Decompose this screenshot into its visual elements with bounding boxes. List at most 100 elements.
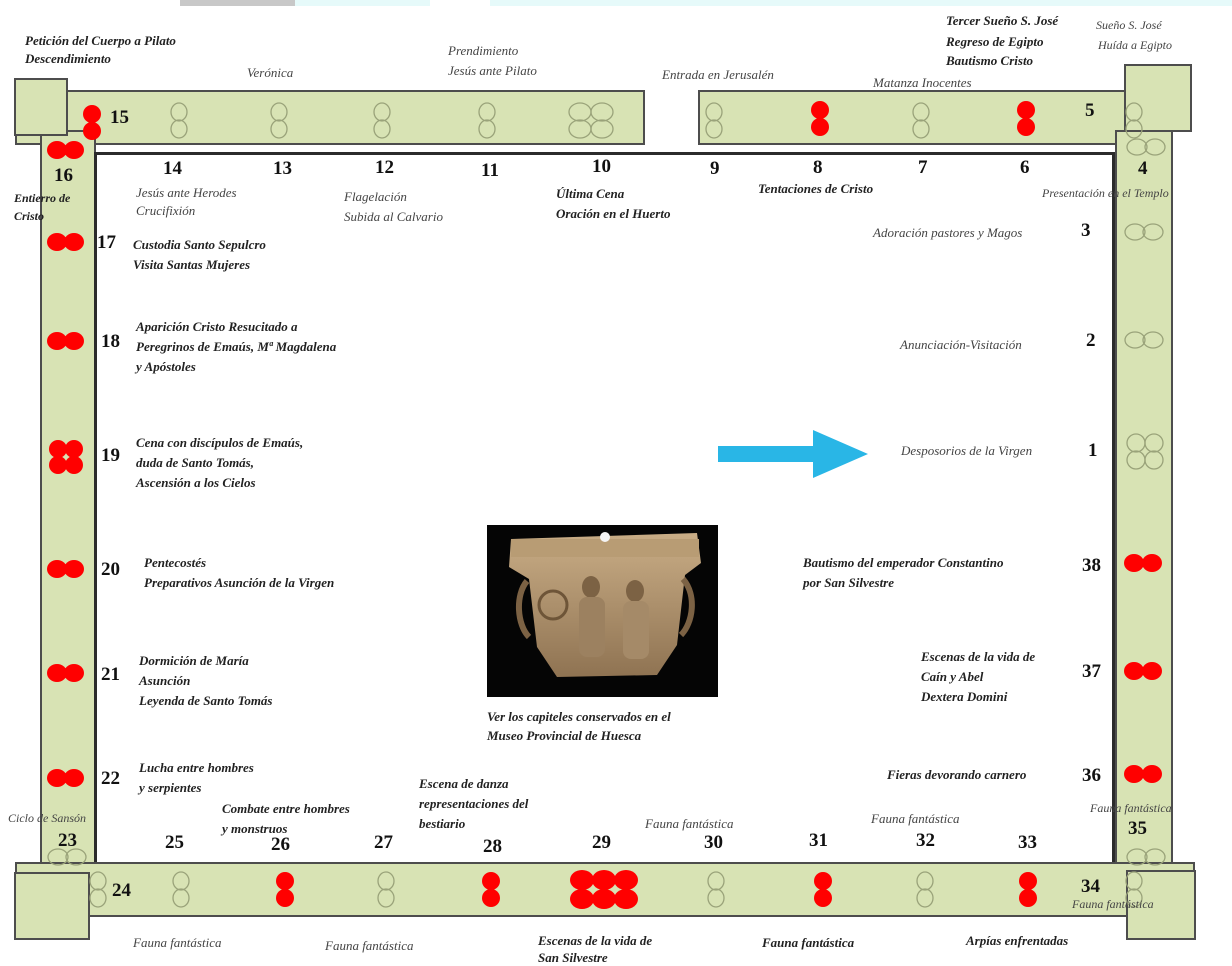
capital-number-16: 16	[54, 165, 73, 186]
capital-31	[814, 872, 832, 907]
top-strip-left	[180, 0, 295, 6]
label-descendimiento: Descendimiento	[25, 51, 111, 66]
capital-33	[1019, 872, 1037, 907]
museum-caption-2[interactable]: Museo Provincial de Huesca	[487, 728, 642, 743]
label-28c: bestiario	[419, 816, 466, 831]
capital-number-5: 5	[1085, 100, 1095, 121]
capital-24	[89, 871, 107, 908]
capital-photo-image	[509, 532, 701, 677]
capital-34	[1125, 871, 1143, 908]
capital-number-23: 23	[58, 830, 77, 851]
corner-pillar-se	[1126, 870, 1196, 940]
north-gallery-east	[698, 90, 1138, 145]
label-bottom-31: Fauna fantástica	[762, 935, 855, 950]
capital-22	[47, 769, 84, 787]
label-19c: Ascensión a los Cielos	[136, 475, 256, 490]
capital-26	[276, 872, 294, 907]
capital-number-9: 9	[710, 158, 720, 179]
capital-19	[49, 440, 83, 474]
label-18b: Peregrinos de Emaús, Mª Magdalena	[136, 339, 337, 354]
capital-27	[377, 871, 395, 908]
label-21a: Dormición de María	[139, 653, 249, 668]
capital-30	[707, 871, 725, 908]
label-17a: Custodia Santo Sepulcro	[133, 237, 266, 252]
capital-number-22: 22	[101, 768, 120, 789]
museum-caption-1[interactable]: Ver los capiteles conservados en el	[487, 709, 671, 724]
label-18a: Aparición Cristo Resucitado a	[136, 319, 298, 334]
label-22b: y serpientes	[139, 780, 202, 795]
capital-13	[270, 102, 288, 139]
capital-number-31: 31	[809, 830, 828, 851]
label-huida: Huída a Egipto	[1098, 38, 1172, 52]
capital-12	[373, 102, 391, 139]
label-12a: Flagelación	[344, 189, 407, 204]
label-38a: Bautismo del emperador Constantino	[803, 555, 1004, 570]
capital-29	[570, 870, 638, 909]
capital-number-7: 7	[918, 157, 928, 178]
capital-number-24: 24	[112, 880, 131, 901]
label-23: Ciclo de Sansón	[8, 811, 86, 825]
capital-number-3: 3	[1081, 220, 1091, 241]
capital-number-13: 13	[273, 158, 292, 179]
capital-number-17: 17	[97, 232, 116, 253]
label-35: Fauna fantástica	[1090, 801, 1172, 815]
capital-8	[811, 101, 829, 136]
label-37b: Caín y Abel	[921, 669, 984, 684]
capital-number-12: 12	[375, 157, 394, 178]
courtyard-edge-left	[94, 152, 97, 862]
label-jesus-pilato: Jesús ante Pilato	[448, 63, 537, 78]
label-entrada: Entrada en Jerusalén	[662, 67, 774, 82]
label-20a: Pentecostés	[144, 555, 207, 570]
capital-15	[83, 105, 101, 140]
corner-pillar-sw	[14, 872, 90, 940]
direction-arrow-icon	[718, 430, 868, 478]
capital-photo[interactable]	[487, 525, 718, 697]
capital-14	[170, 102, 188, 139]
capital-number-35: 35	[1128, 818, 1147, 839]
capital-number-26: 26	[271, 834, 290, 855]
label-21c: Leyenda de Santo Tomás	[139, 693, 273, 708]
capital-6	[1017, 101, 1035, 136]
capital-number-8: 8	[813, 157, 823, 178]
label-19a: Cena con discípulos de Emaús,	[136, 435, 304, 450]
label-17b: Visita Santas Mujeres	[133, 257, 251, 272]
capital-25	[172, 871, 190, 908]
label-12b: Subida al Calvario	[344, 209, 443, 224]
label-prendimiento: Prendimiento	[448, 43, 519, 58]
top-strip-middle	[295, 0, 430, 6]
capital-10	[568, 102, 614, 139]
label-37a: Escenas de la vida de	[921, 649, 1036, 664]
capital-number-37: 37	[1082, 661, 1101, 682]
label-26a: Combate entre hombres	[222, 801, 350, 816]
capital-number-32: 32	[916, 830, 935, 851]
capital-35	[1126, 848, 1166, 866]
label-22a: Lucha entre hombres	[139, 760, 254, 775]
capital-number-6: 6	[1020, 157, 1030, 178]
label-38b: por San Silvestre	[803, 575, 895, 590]
label-sueno-jose: Sueño S. José	[1096, 18, 1162, 32]
capital-1	[1126, 433, 1164, 470]
capital-20	[47, 560, 84, 578]
capital-number-20: 20	[101, 559, 120, 580]
label-peticion: Petición del Cuerpo a Pilato	[25, 33, 176, 48]
label-34: Fauna fantástica	[1072, 897, 1154, 911]
capital-number-18: 18	[101, 331, 120, 352]
capital-number-19: 19	[101, 445, 120, 466]
capital-number-33: 33	[1018, 832, 1037, 853]
label-19b: duda de Santo Tomás,	[136, 455, 254, 470]
capital-18	[47, 332, 84, 350]
label-20b: Preparativos Asunción de la Virgen	[144, 575, 335, 590]
label-8: Tentaciones de Cristo	[758, 181, 874, 196]
capital-number-27: 27	[374, 832, 393, 853]
label-14b: Crucifixión	[136, 203, 196, 218]
capital-number-14: 14	[163, 158, 182, 179]
capital-3	[1124, 223, 1164, 241]
label-1: Desposorios de la Virgen	[901, 443, 1033, 458]
capital-28	[482, 872, 500, 907]
label-entierro-1: Entierro de	[14, 191, 71, 205]
capital-32	[916, 871, 934, 908]
east-gallery	[1115, 130, 1173, 875]
label-4: Presentación en el Templo	[1042, 186, 1169, 200]
capital-number-30: 30	[704, 832, 723, 853]
capital-number-15: 15	[110, 107, 129, 128]
